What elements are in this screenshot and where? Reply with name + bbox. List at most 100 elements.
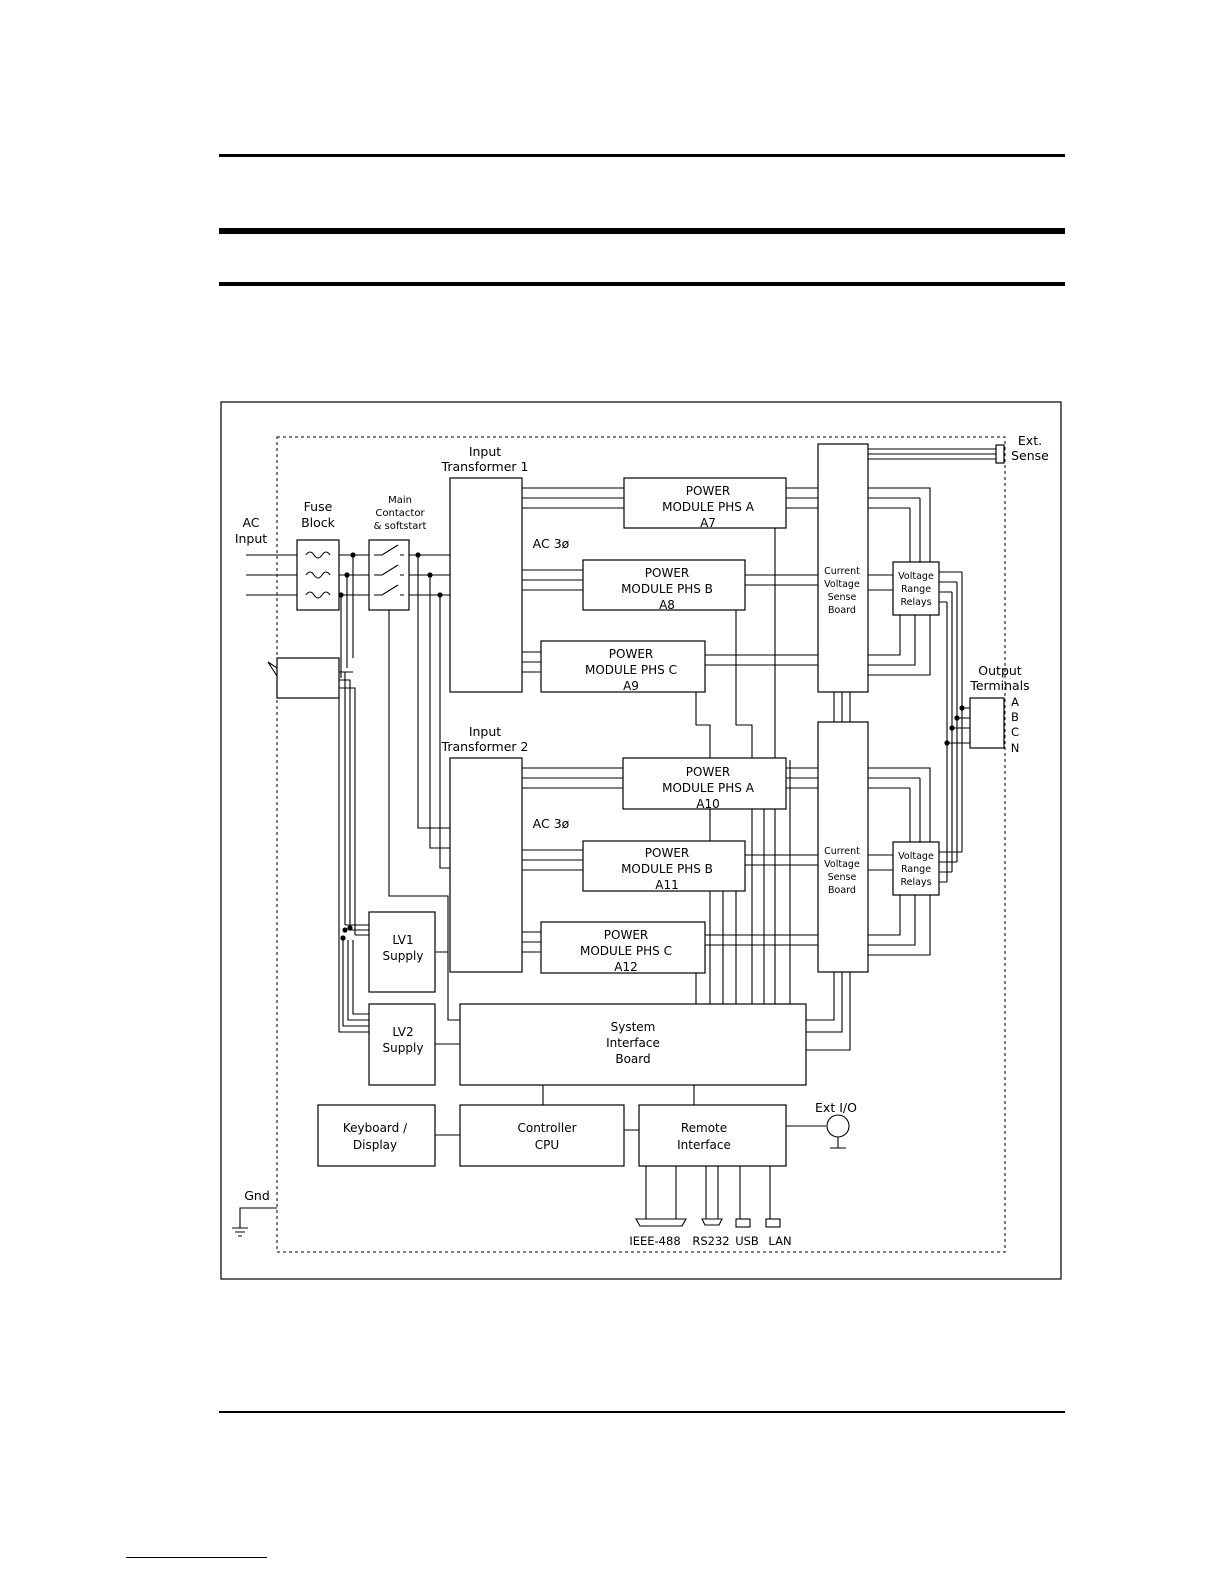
wire bbox=[339, 671, 356, 935]
switch-symbol bbox=[374, 564, 404, 576]
wire bbox=[522, 931, 541, 953]
input-transformer-1 bbox=[449, 477, 523, 693]
ext-io-label: Ext I/O bbox=[815, 1100, 857, 1115]
usb-port-symbol bbox=[735, 1218, 751, 1228]
wire bbox=[705, 934, 818, 946]
junction-dot bbox=[949, 725, 955, 731]
controller-cpu bbox=[459, 1104, 625, 1167]
power-module-a9 bbox=[540, 640, 706, 693]
breaker-handle bbox=[267, 661, 278, 677]
wire bbox=[522, 651, 541, 673]
terminal-b-label: B bbox=[1011, 710, 1019, 724]
power-module-a8 bbox=[582, 559, 746, 611]
wire bbox=[786, 767, 818, 789]
wire bbox=[868, 854, 893, 871]
wire bbox=[833, 692, 851, 722]
ext-sense-connector bbox=[995, 444, 1005, 464]
wire bbox=[868, 448, 996, 460]
wire bbox=[947, 707, 970, 744]
wire bbox=[909, 778, 921, 842]
junction-dot bbox=[350, 552, 356, 558]
wire bbox=[939, 851, 962, 883]
wire bbox=[239, 1207, 277, 1228]
wire bbox=[342, 940, 369, 1027]
rs232-port-symbol bbox=[701, 1218, 723, 1226]
junction-dot bbox=[342, 927, 348, 933]
output-terminal-block bbox=[969, 697, 1005, 749]
wire bbox=[417, 555, 450, 869]
fuse-symbol bbox=[305, 551, 331, 559]
wire bbox=[338, 698, 369, 1033]
figure-frame bbox=[220, 401, 1062, 1280]
junction-dot bbox=[437, 592, 443, 598]
wire bbox=[909, 498, 921, 562]
wire bbox=[435, 951, 460, 1045]
symbols bbox=[232, 544, 850, 1237]
wire bbox=[542, 1085, 695, 1105]
terminal-a-label: A bbox=[1011, 695, 1019, 709]
keyboard-display-text: Keyboard /Display bbox=[343, 1121, 408, 1152]
gnd-label: Gnd bbox=[244, 1188, 270, 1203]
lv2-supply bbox=[368, 1003, 436, 1086]
wire bbox=[522, 487, 624, 509]
terminal-n-label: N bbox=[1011, 741, 1020, 755]
wire bbox=[939, 851, 962, 883]
junction-dot bbox=[954, 715, 960, 721]
voltage-range-relays-1 bbox=[892, 561, 940, 616]
footer-rule bbox=[219, 1411, 1065, 1413]
power-module-a11 bbox=[582, 840, 746, 892]
junction-dot bbox=[959, 705, 965, 711]
wire bbox=[522, 569, 583, 591]
junction-dot bbox=[344, 572, 350, 578]
ieee488-label: IEEE-488 bbox=[629, 1234, 680, 1248]
wire bbox=[830, 1137, 846, 1149]
switch-symbol bbox=[374, 544, 404, 556]
junction-dot bbox=[340, 935, 346, 941]
wire bbox=[435, 1129, 639, 1136]
ac-3phase-label-2: AC 3ø bbox=[533, 816, 570, 831]
fuse-block bbox=[296, 539, 340, 611]
wire bbox=[868, 574, 893, 591]
wire bbox=[868, 487, 931, 562]
sense-board-1 bbox=[817, 443, 869, 693]
system-interface-board bbox=[459, 1003, 807, 1086]
switch-symbol bbox=[374, 584, 404, 596]
ieee488-port-symbol bbox=[635, 1218, 687, 1227]
rs232-label: RS232 bbox=[692, 1234, 729, 1248]
junction-dots bbox=[338, 552, 965, 941]
voltage-range-relays-2 bbox=[892, 841, 940, 896]
lan-port-symbol bbox=[765, 1218, 781, 1228]
main-cb bbox=[276, 657, 340, 699]
input-transformer-2 bbox=[449, 757, 523, 973]
chassis-boundary bbox=[276, 436, 1006, 1253]
wire bbox=[946, 572, 963, 882]
header-rule-lower bbox=[219, 282, 1065, 286]
sense-board-2 bbox=[817, 721, 869, 973]
wire bbox=[522, 767, 623, 789]
wire bbox=[868, 615, 931, 676]
top-rule bbox=[219, 154, 1065, 157]
power-module-a7 bbox=[623, 477, 787, 529]
fuse-symbol bbox=[305, 591, 331, 599]
wire bbox=[340, 555, 354, 678]
usb-label: USB bbox=[735, 1234, 759, 1248]
